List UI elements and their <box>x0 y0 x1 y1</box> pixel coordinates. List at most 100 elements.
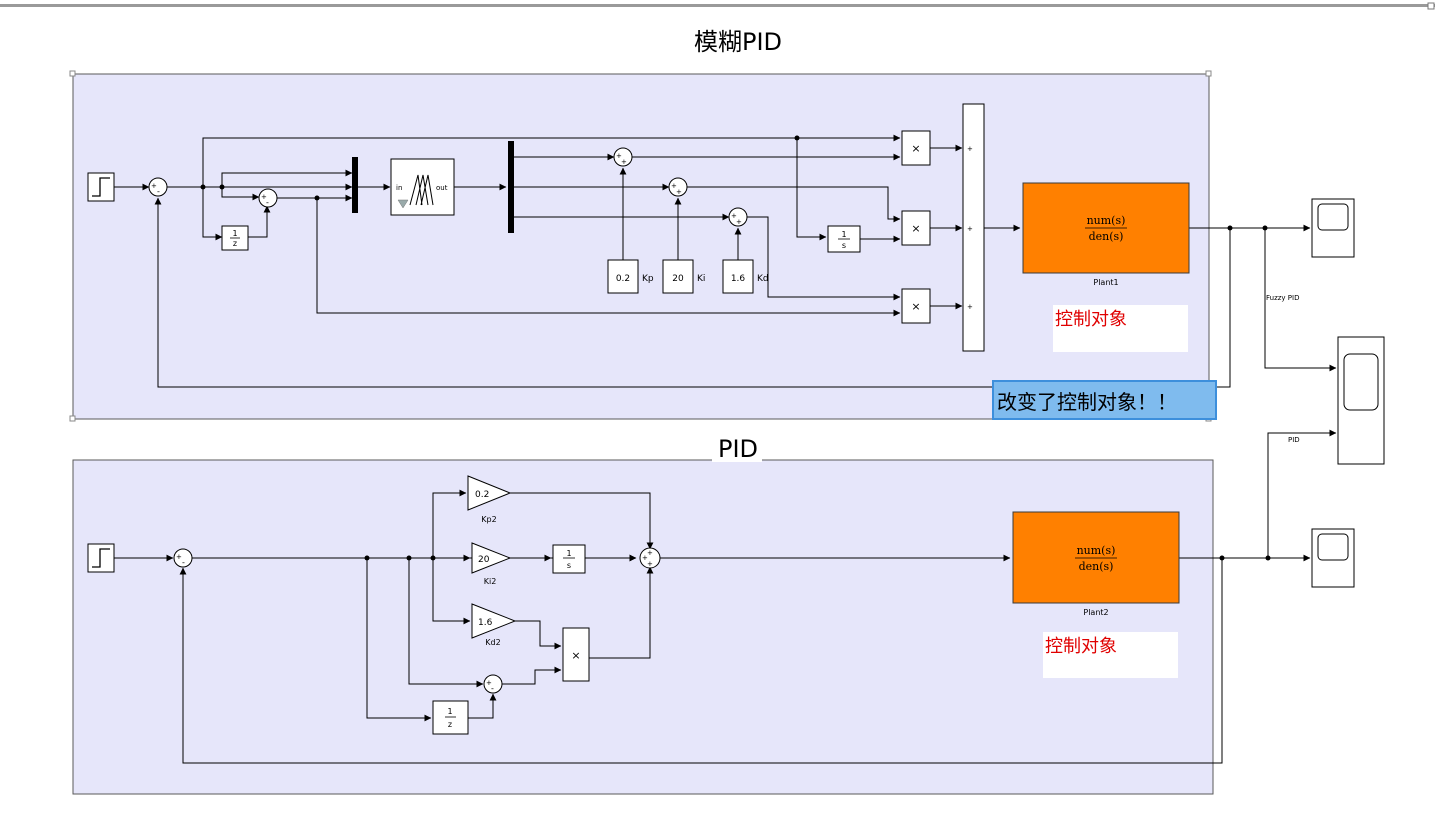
fis-in-label: in <box>396 184 402 192</box>
plant2-annotation: 控制对象 <box>1045 636 1117 657</box>
change-note-text: 改变了控制对象！！ <box>997 390 1177 414</box>
integrator-den: s <box>842 241 846 250</box>
plant2-annotation-box[interactable] <box>1043 632 1178 678</box>
sum-error-1[interactable]: + - <box>148 177 168 197</box>
step-source-1[interactable] <box>87 172 115 202</box>
sum-derivative-1[interactable]: + - <box>258 188 278 208</box>
svg-text:+: + <box>967 303 973 311</box>
svg-text:+: + <box>486 679 492 687</box>
product-2[interactable]: × <box>901 210 931 246</box>
constant-kp-value: 0.2 <box>616 274 630 284</box>
svg-text:+: + <box>176 553 182 561</box>
svg-text:+: + <box>647 549 653 557</box>
constant-ki-value: 20 <box>672 274 684 284</box>
svg-text:-: - <box>157 187 160 196</box>
plant1-den: den(s) <box>1089 230 1124 243</box>
sum-kd[interactable]: + + <box>728 207 748 227</box>
pid-junctions <box>364 555 1271 561</box>
sum-derivative-2[interactable]: + - <box>483 674 503 694</box>
compare-scope[interactable] <box>1337 336 1385 465</box>
integrator-2[interactable]: 1 s <box>552 544 586 574</box>
product-2-symbol: × <box>911 222 920 235</box>
constant-kd[interactable]: 1.6 Kd <box>722 259 769 294</box>
svg-text:+: + <box>151 182 157 190</box>
gain-kd2[interactable]: 1.6 <box>471 603 517 639</box>
delay-den: z <box>233 239 237 248</box>
scope-1[interactable] <box>1311 198 1355 258</box>
svg-text:+: + <box>621 158 627 166</box>
product-1[interactable]: × <box>901 130 931 166</box>
gain-kp2-name: Kp2 <box>481 515 496 524</box>
plant2-block[interactable]: num(s) den(s) <box>1012 511 1180 604</box>
pid-area-title: PID <box>718 435 758 463</box>
unit-delay-2[interactable]: 1 z <box>432 700 469 735</box>
gain-kp2[interactable]: 0.2 <box>467 475 512 511</box>
delay-num: 1 <box>232 229 237 238</box>
svg-text:+: + <box>616 152 622 160</box>
svg-text:+: + <box>671 182 677 190</box>
unit-delay-1[interactable]: 1 z <box>221 225 249 251</box>
scope-3[interactable] <box>1311 528 1355 588</box>
integrator-1[interactable]: 1 s <box>827 225 861 253</box>
constant-kd-value: 1.6 <box>731 274 746 284</box>
integrator-num: 1 <box>841 230 846 239</box>
product-d2-symbol: × <box>571 649 580 662</box>
product-1-symbol: × <box>911 142 920 155</box>
integrator2-num: 1 <box>566 549 571 558</box>
delay2-den: z <box>448 720 452 729</box>
plant1-num: num(s) <box>1087 214 1126 227</box>
constant-kd-name: Kd <box>757 274 769 284</box>
svg-text:+: + <box>676 188 682 196</box>
gain-kd2-value: 1.6 <box>478 618 493 628</box>
product-3[interactable]: × <box>901 288 931 324</box>
fuzzy-signal-label: Fuzzy PID <box>1266 294 1299 302</box>
svg-text:+: + <box>642 554 648 562</box>
integrator2-den: s <box>567 561 571 570</box>
sum-pid-output[interactable]: + + + <box>639 547 661 569</box>
svg-text:-: - <box>266 198 269 207</box>
svg-text:+: + <box>261 193 267 201</box>
constant-kp-name: Kp <box>642 274 654 284</box>
gain-ki2-value: 20 <box>478 555 490 565</box>
pid-title-box <box>712 432 762 462</box>
change-note-box[interactable] <box>992 380 1217 420</box>
pid-wires <box>114 489 1311 764</box>
plant1-annotation-box[interactable] <box>1053 305 1188 352</box>
fuzzy-wires <box>114 134 1337 388</box>
constant-kp[interactable]: 0.2 Kp <box>607 259 654 294</box>
plant2-den: den(s) <box>1079 560 1114 573</box>
fuzzy-junctions <box>200 135 1268 231</box>
svg-text:+: + <box>647 560 653 568</box>
sum-output-bar[interactable]: + + + <box>962 103 985 352</box>
demux-1[interactable] <box>508 141 514 233</box>
product-derivative-2[interactable]: × <box>562 627 590 682</box>
svg-text:+: + <box>736 218 742 226</box>
svg-text:-: - <box>182 558 185 567</box>
mux-1[interactable] <box>352 157 358 213</box>
step-source-2[interactable] <box>87 543 115 573</box>
fuzzy-area-title: 模糊PID <box>694 28 782 56</box>
fuzzy-pid-area[interactable] <box>72 73 1210 420</box>
constant-ki-name: Ki <box>697 274 705 284</box>
fis-out-label: out <box>436 184 448 192</box>
gain-kd2-name: Kd2 <box>485 638 500 647</box>
sum-kp[interactable]: + + <box>613 147 633 167</box>
svg-text:+: + <box>731 212 737 220</box>
pid-area[interactable] <box>72 459 1214 795</box>
plant1-block[interactable]: num(s) den(s) <box>1022 182 1190 274</box>
pid-signal-label: PID <box>1288 436 1300 444</box>
constant-ki[interactable]: 20 Ki <box>662 259 705 294</box>
svg-text:+: + <box>967 225 973 233</box>
product-3-symbol: × <box>911 300 920 313</box>
plant1-name: Plant1 <box>1093 278 1118 287</box>
sum-ki[interactable]: + + <box>668 177 688 197</box>
svg-text:+: + <box>967 145 973 153</box>
delay2-num: 1 <box>447 707 452 716</box>
fuzzy-logic-controller[interactable]: in out <box>390 158 455 216</box>
plant2-num: num(s) <box>1077 544 1116 557</box>
gain-ki2[interactable]: 20 <box>471 542 512 574</box>
gain-kp2-value: 0.2 <box>475 490 489 500</box>
sum-error-2[interactable]: + - <box>173 548 193 568</box>
pid-to-compare-wire <box>1267 429 1337 558</box>
